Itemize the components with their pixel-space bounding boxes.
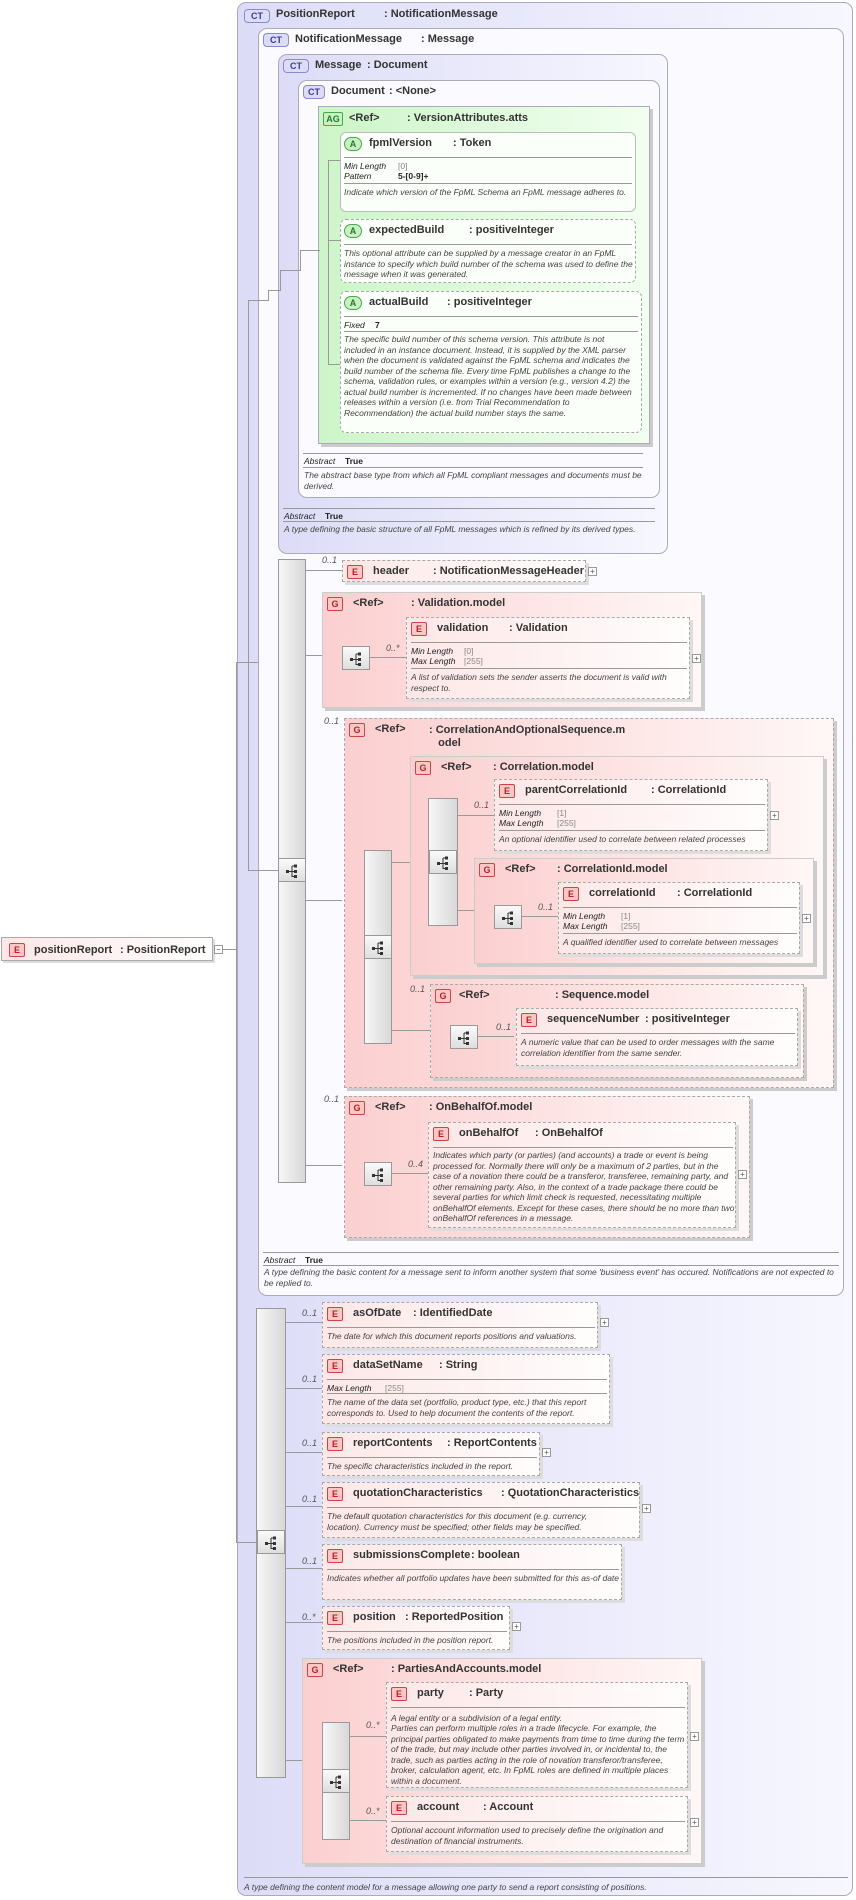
element-party[interactable]: E party : Party A legal entity or a subd…	[386, 1682, 688, 1788]
ct-badge: CT	[244, 9, 270, 23]
sequence-icon[interactable]	[450, 1025, 478, 1049]
ct-title: PositionReport	[276, 8, 355, 20]
group-badge: G	[349, 723, 365, 737]
sequence-icon[interactable]	[429, 850, 457, 874]
element-quotation-characteristics[interactable]: E quotationCharacteristics : QuotationCh…	[322, 1482, 640, 1538]
expand-header-button[interactable]: +	[588, 567, 597, 576]
root-element-type: : PositionReport	[120, 944, 206, 956]
expand-correlation-id-button[interactable]: +	[802, 914, 811, 923]
sequence-icon[interactable]	[494, 905, 522, 929]
expand-parent-correlation-id-button[interactable]: +	[770, 811, 779, 820]
element-data-set-name[interactable]: E dataSetName : String Max Length [255] …	[322, 1354, 610, 1424]
attribute-expected-build[interactable]: A expectedBuild : positiveInteger This o…	[340, 219, 636, 283]
expand-as-of-date-button[interactable]: +	[600, 1318, 609, 1327]
attribute-badge: A	[344, 224, 362, 238]
element-correlation-id[interactable]: E correlationId : CorrelationId Min Leng…	[558, 882, 800, 954]
element-badge: E	[391, 1687, 407, 1701]
ct-documentation: The abstract base type from which all Fp…	[304, 470, 642, 491]
ct-type: : NotificationMessage	[384, 8, 498, 20]
element-account[interactable]: E account : Account Optional account inf…	[386, 1796, 688, 1852]
ct-badge: CT	[283, 59, 309, 73]
sequence-icon[interactable]	[322, 1769, 350, 1793]
element-submissions-complete[interactable]: E submissionsComplete : boolean Indicate…	[322, 1544, 622, 1600]
expand-report-contents-button[interactable]: +	[542, 1448, 551, 1457]
ct-type: : Document	[367, 59, 428, 71]
ct-type: : <None>	[389, 85, 437, 97]
element-badge: E	[391, 1801, 407, 1815]
group-badge: G	[415, 761, 431, 775]
ct-type: : Message	[421, 33, 475, 45]
sequence-icon[interactable]	[364, 1162, 392, 1186]
element-report-contents[interactable]: E reportContents : ReportContents The sp…	[322, 1432, 540, 1476]
expand-party-button[interactable]: +	[690, 1732, 699, 1741]
expand-account-button[interactable]: +	[690, 1818, 699, 1827]
expand-validation-button[interactable]: +	[692, 654, 701, 663]
element-on-behalf-of[interactable]: E onBehalfOf : OnBehalfOf Indicates whic…	[428, 1122, 736, 1228]
sequence-icon[interactable]	[257, 1530, 285, 1554]
element-badge: E	[327, 1487, 343, 1501]
ct-badge: CT	[303, 85, 325, 99]
sequence-icon[interactable]	[342, 646, 370, 670]
ct-title: Document	[331, 85, 385, 97]
element-badge: E	[347, 565, 363, 579]
group-badge: G	[307, 1663, 323, 1677]
element-validation[interactable]: E validation : Validation Min Length [0]…	[406, 617, 690, 699]
sequence-icon[interactable]	[278, 858, 306, 882]
collapse-root-button[interactable]: −	[214, 945, 223, 954]
element-parent-correlation-id[interactable]: E parentCorrelationId : CorrelationId Mi…	[494, 779, 768, 851]
ct-documentation: A type defining the basic content for a …	[264, 1267, 834, 1288]
group-badge: G	[327, 597, 343, 611]
element-badge: E	[499, 784, 515, 798]
expand-quotation-characteristics-button[interactable]: +	[642, 1504, 651, 1513]
expand-position-button[interactable]: +	[512, 1622, 521, 1631]
group-badge: G	[435, 989, 451, 1003]
group-badge: G	[349, 1101, 365, 1115]
element-badge: E	[9, 943, 25, 957]
root-element-name: positionReport	[34, 944, 113, 956]
attribute-badge: A	[344, 296, 362, 310]
element-badge: E	[327, 1359, 343, 1373]
element-badge: E	[411, 622, 427, 636]
ag-badge: AG	[323, 112, 343, 126]
element-badge: E	[327, 1611, 343, 1625]
ct-title: Message	[315, 59, 362, 71]
element-header[interactable]: E header : NotificationMessageHeader	[342, 560, 586, 582]
element-badge: E	[327, 1549, 343, 1563]
attribute-actual-build[interactable]: A actualBuild : positiveInteger Fixed 7 …	[340, 291, 642, 433]
attribute-fpml-version[interactable]: A fpmlVersion : Token Min Length [0] Pat…	[340, 132, 636, 212]
element-badge: E	[433, 1127, 449, 1141]
element-position[interactable]: E position : ReportedPosition The positi…	[322, 1606, 510, 1650]
ct-documentation: A type defining the basic structure of a…	[284, 524, 636, 534]
ct-badge: CT	[263, 33, 289, 47]
group-badge: G	[479, 863, 495, 877]
element-badge: E	[521, 1013, 537, 1027]
element-badge: E	[563, 887, 579, 901]
element-sequence-number[interactable]: E sequenceNumber : positiveInteger A num…	[516, 1008, 798, 1066]
element-as-of-date[interactable]: E asOfDate : IdentifiedDate The date for…	[322, 1302, 598, 1348]
attribute-badge: A	[344, 137, 362, 151]
element-badge: E	[327, 1307, 343, 1321]
ct-title: NotificationMessage	[295, 33, 402, 45]
element-badge: E	[327, 1437, 343, 1451]
ct-documentation: A type defining the content model for a …	[244, 1882, 647, 1892]
expand-on-behalf-of-button[interactable]: +	[738, 1170, 747, 1179]
sequence-icon[interactable]	[364, 935, 392, 959]
root-element-box[interactable]: E positionReport : PositionReport	[1, 937, 213, 961]
